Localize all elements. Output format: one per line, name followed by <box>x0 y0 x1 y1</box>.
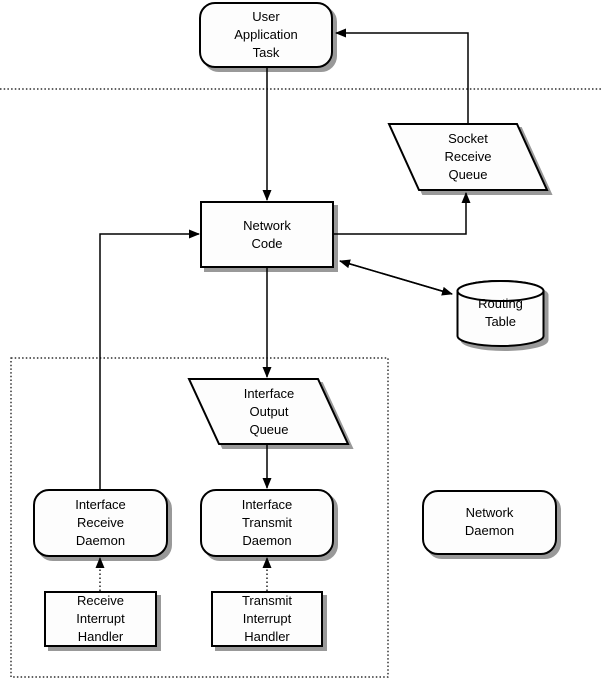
edge-socket-queue-to-user-task <box>335 28 469 124</box>
transmit-interrupt-handler-shape <box>211 591 323 647</box>
edge-routing-table-to-network-code <box>339 259 453 295</box>
interface-output-queue-shape <box>187 378 350 445</box>
network-daemon-shape <box>422 490 557 555</box>
user-application-task-shape <box>199 2 333 68</box>
receive-interrupt-handler-shape <box>44 591 157 647</box>
routing-table-top-rim <box>456 280 545 302</box>
socket-receive-queue-shape <box>387 123 549 191</box>
edge-network-code-to-socket-queue <box>333 192 471 235</box>
interface-transmit-daemon-shape <box>200 489 334 557</box>
network-code-shape <box>200 201 334 268</box>
interface-receive-daemon-shape <box>33 489 168 557</box>
interrupt-region-outline <box>10 357 389 678</box>
edge-receive-daemon-to-network-code <box>99 229 200 490</box>
